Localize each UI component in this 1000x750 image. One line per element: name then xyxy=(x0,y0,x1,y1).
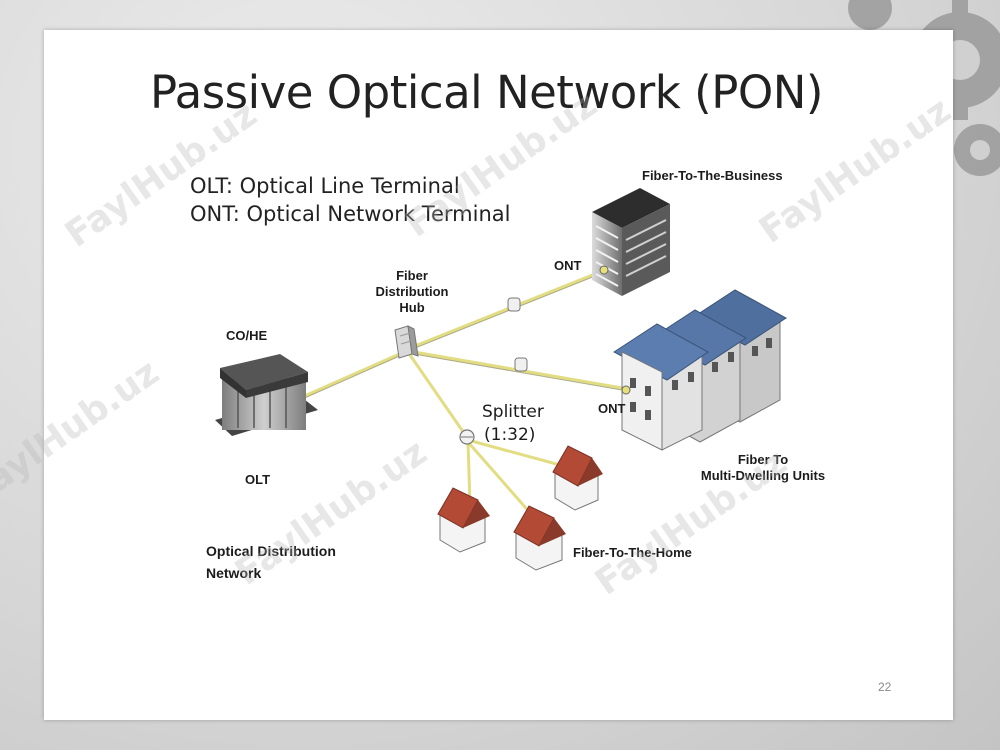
label-fiber-to-business: Fiber-To-The-Business xyxy=(642,168,783,183)
label-splitter-ratio: (1:32) xyxy=(484,425,536,445)
label-fiber-distribution-hub: Fiber Distribution Hub xyxy=(375,268,449,315)
mdu-buildings-icon xyxy=(613,289,787,451)
label-fiber-to-home: Fiber-To-The-Home xyxy=(573,545,692,560)
slide xyxy=(44,30,953,720)
fiber-distribution-hub-icon xyxy=(394,325,419,359)
fiber-lines xyxy=(298,270,624,517)
label-co-he: CO/HE xyxy=(226,328,268,343)
fiber-splitter-to-house-a xyxy=(466,438,562,467)
fiber-splitter-to-house-b xyxy=(466,440,472,507)
legend-olt: OLT: Optical Line Terminal xyxy=(190,174,460,198)
fiber-hub-to-business xyxy=(408,270,602,350)
slide-title: Passive Optical Network (PON) xyxy=(150,66,823,119)
label-olt: OLT xyxy=(245,472,271,487)
fiber-hub-to-splitter xyxy=(408,353,468,438)
label-optical-distribution-network: Optical Distribution Network xyxy=(206,543,336,581)
legend-ont: ONT: Optical Network Terminal xyxy=(190,202,511,226)
house-icon-a xyxy=(552,445,603,511)
olt-building-icon xyxy=(215,354,318,436)
house-icon-c xyxy=(513,505,566,571)
label-ont-business: ONT xyxy=(554,258,582,273)
label-splitter: Splitter xyxy=(482,402,544,422)
label-fiber-to-mdu: Fiber To Multi-Dwelling Units xyxy=(700,452,826,483)
house-icon-b xyxy=(437,487,490,553)
splitter-icon xyxy=(459,429,475,445)
slide-number: 22 xyxy=(878,680,892,694)
fiber-closure-icon xyxy=(507,297,528,372)
office-building-icon xyxy=(592,188,670,296)
fiber-splitter-to-house-c xyxy=(466,440,534,517)
label-ont-mdu: ONT xyxy=(598,401,626,416)
fiber-olt-to-hub xyxy=(298,350,406,400)
